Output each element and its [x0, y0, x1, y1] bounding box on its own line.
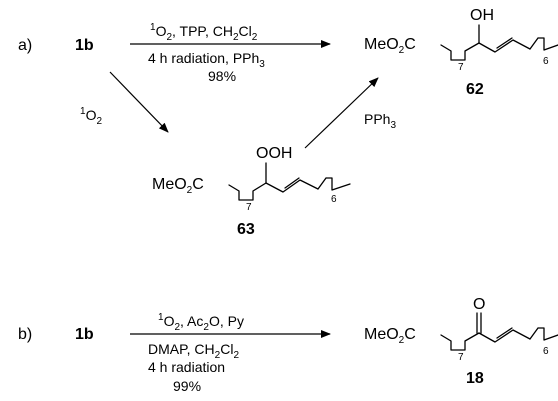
scheme-a-diag-reagent: 1O2 [80, 106, 102, 127]
compound-63-subscript-6: 6 [331, 194, 337, 205]
compound-62-chain-7 [440, 42, 480, 61]
scheme-a-pph3-reagent: PPh3 [364, 111, 396, 131]
scheme-a-start-compound: 1b [75, 37, 94, 54]
scheme-a-yield: 98% [208, 68, 236, 84]
scheme-a-diag-arrow-down [109, 71, 169, 133]
compound-62-ester: MeO2C [364, 36, 416, 56]
compound-18-subscript-7: 7 [458, 352, 464, 363]
compound-63-number: 63 [237, 221, 255, 238]
compound-62-subscript-6: 6 [543, 56, 549, 67]
compound-63-double-bond [284, 177, 300, 189]
compound-18-chain-7 [440, 332, 480, 351]
scheme-a-label: a) [18, 37, 32, 54]
scheme-b-label: b) [18, 326, 32, 343]
compound-63-ester: MeO2C [152, 176, 204, 196]
compound-63-chain-7 [228, 182, 267, 201]
compound-18-subscript-6: 6 [543, 346, 549, 357]
compound-62-number: 62 [466, 81, 484, 98]
scheme-a-conditions-top: 1O2, TPP, CH2Cl2 [150, 22, 258, 43]
compound-63-chain-6 [317, 177, 351, 191]
compound-18-number: 18 [466, 370, 484, 387]
compound-18-ester: MeO2C [364, 326, 416, 346]
compound-62-subscript-7: 7 [458, 62, 464, 73]
compound-18-alkene [478, 329, 531, 343]
compound-18: MeO2C 7 O 6 18 [364, 296, 558, 387]
scheme-a-diag-arrow-up [304, 77, 379, 149]
scheme-a-conditions-bottom: 4 h radiation, PPh3 [148, 50, 265, 70]
compound-63-subscript-7: 7 [246, 202, 252, 213]
scheme-b-conditions-line2: DMAP, CH2Cl2 [148, 341, 239, 361]
compound-62-alkene [478, 39, 531, 53]
scheme-b-start-compound: 1b [75, 326, 94, 343]
compound-18-chain-6 [529, 327, 558, 341]
scheme-b-yield: 99% [173, 378, 201, 394]
compound-62-substituent: OH [470, 7, 494, 24]
compound-62-chain-6 [529, 37, 558, 51]
scheme-b-conditions-line3: 4 h radiation [148, 359, 225, 375]
compound-63: MeO2C 7 OOH 6 63 [152, 145, 351, 238]
compound-18-double-bond [496, 327, 513, 339]
compound-62: MeO2C 7 OH 6 62 [364, 7, 558, 98]
compound-62-double-bond [496, 37, 513, 49]
compound-63-substituent: OOH [256, 145, 292, 162]
scheme-b-conditions-top: 1O2, Ac2O, Py [158, 312, 244, 333]
compound-18-substituent: O [473, 296, 485, 313]
compound-63-alkene [265, 179, 319, 193]
